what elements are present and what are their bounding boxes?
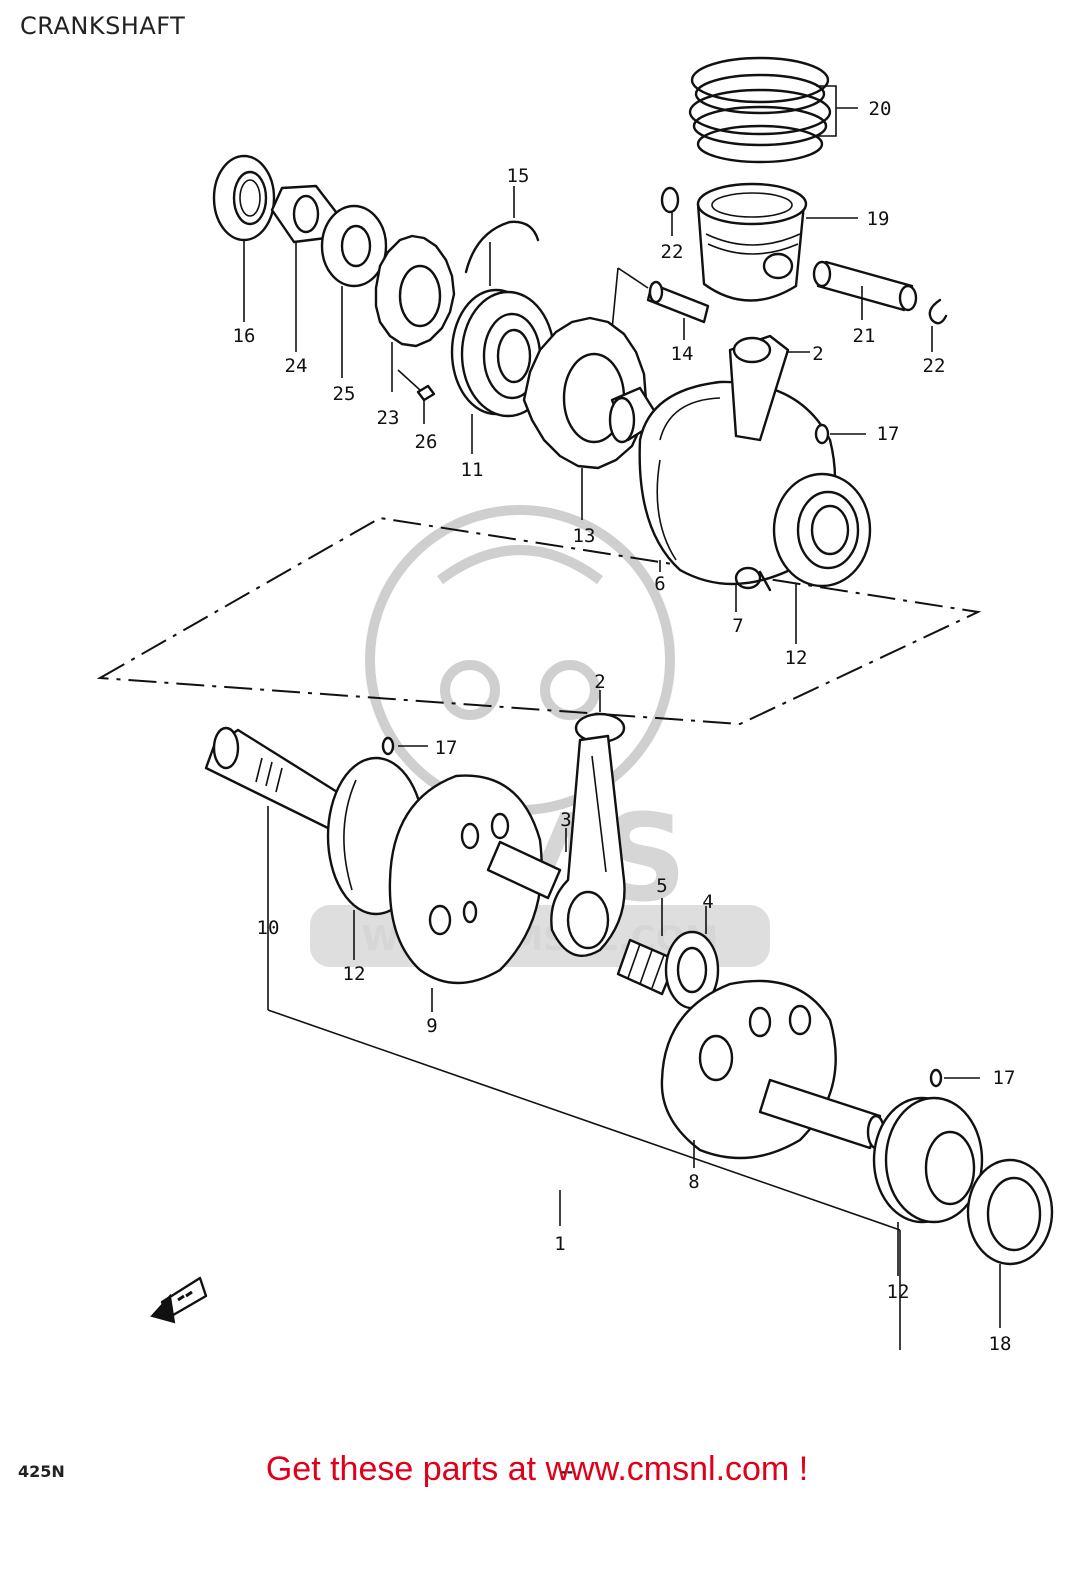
callout-17-upper: 17 <box>877 423 900 445</box>
leader-lines <box>243 85 1001 1328</box>
direction-arrow-icon <box>150 1276 208 1324</box>
page-mark: -- <box>560 1462 574 1481</box>
knock-pin-lower-right <box>929 1068 943 1088</box>
washer <box>320 204 388 288</box>
crankshaft-upper <box>608 334 872 592</box>
callout-15: 15 <box>507 165 530 187</box>
callout-7: 7 <box>732 615 743 637</box>
crankshaft-left-shaft <box>204 726 352 832</box>
piston-rings <box>688 56 832 164</box>
callout-26: 26 <box>415 431 438 453</box>
assembly-boundary <box>96 516 982 726</box>
left-crank-web <box>326 756 543 985</box>
callout-16: 16 <box>233 325 256 347</box>
page-title: CRANKSHAFT <box>20 12 186 40</box>
callout-17-right: 17 <box>993 1067 1016 1089</box>
piston <box>696 182 808 302</box>
oil-seal <box>212 154 276 242</box>
callout-24: 24 <box>285 355 308 377</box>
callout-10: 10 <box>257 917 280 939</box>
callout-labels: 20 19 22 21 22 15 16 24 25 23 26 11 13 1… <box>233 98 1016 1355</box>
callout-1: 1 <box>554 1233 565 1255</box>
circlip-right <box>928 298 948 325</box>
callout-5: 5 <box>656 875 667 897</box>
knock-pin-lower-left <box>381 736 395 756</box>
callout-12-upper: 12 <box>785 647 808 669</box>
crankshaft-exploded-diagram: CMS WWW.CMSNL.COM <box>96 56 1054 1355</box>
knock-pin-upper <box>814 423 830 445</box>
key <box>416 384 436 402</box>
callout-11: 11 <box>461 459 484 481</box>
needle-bearing <box>616 938 678 996</box>
primary-drive-gear <box>374 234 456 348</box>
callout-14: 14 <box>671 343 694 365</box>
connecting-rod <box>550 712 626 957</box>
callout-12-left: 12 <box>343 963 366 985</box>
callout-20: 20 <box>869 98 892 120</box>
callout-2-upper: 2 <box>812 343 823 365</box>
right-crank-web <box>660 979 886 1160</box>
crank-pin-lower <box>486 840 562 900</box>
piston-pin <box>812 260 918 312</box>
footer-link[interactable]: Get these parts at www.cmsnl.com ! <box>265 1450 809 1488</box>
callout-12-right: 12 <box>887 1281 910 1303</box>
callout-22-right: 22 <box>923 355 946 377</box>
callout-21: 21 <box>853 325 876 347</box>
circlip-left <box>660 186 680 214</box>
crank-pin <box>646 280 710 324</box>
callout-8: 8 <box>688 1171 699 1193</box>
callout-18: 18 <box>989 1333 1012 1355</box>
callout-22-left: 22 <box>661 241 684 263</box>
callout-25: 25 <box>333 383 356 405</box>
callout-4: 4 <box>702 891 713 913</box>
callout-2-lower: 2 <box>594 671 605 693</box>
callout-6: 6 <box>654 573 665 595</box>
callout-17-left: 17 <box>435 737 458 759</box>
callout-19: 19 <box>867 208 890 230</box>
callout-23: 23 <box>377 407 400 429</box>
right-oil-seal <box>966 1158 1054 1266</box>
callout-13: 13 <box>573 525 596 547</box>
right-bearing <box>872 1096 984 1224</box>
oil-pipe-clip <box>464 220 540 274</box>
diagram-code: 425N <box>18 1462 65 1481</box>
callout-9: 9 <box>426 1015 437 1037</box>
callout-3: 3 <box>560 809 571 831</box>
